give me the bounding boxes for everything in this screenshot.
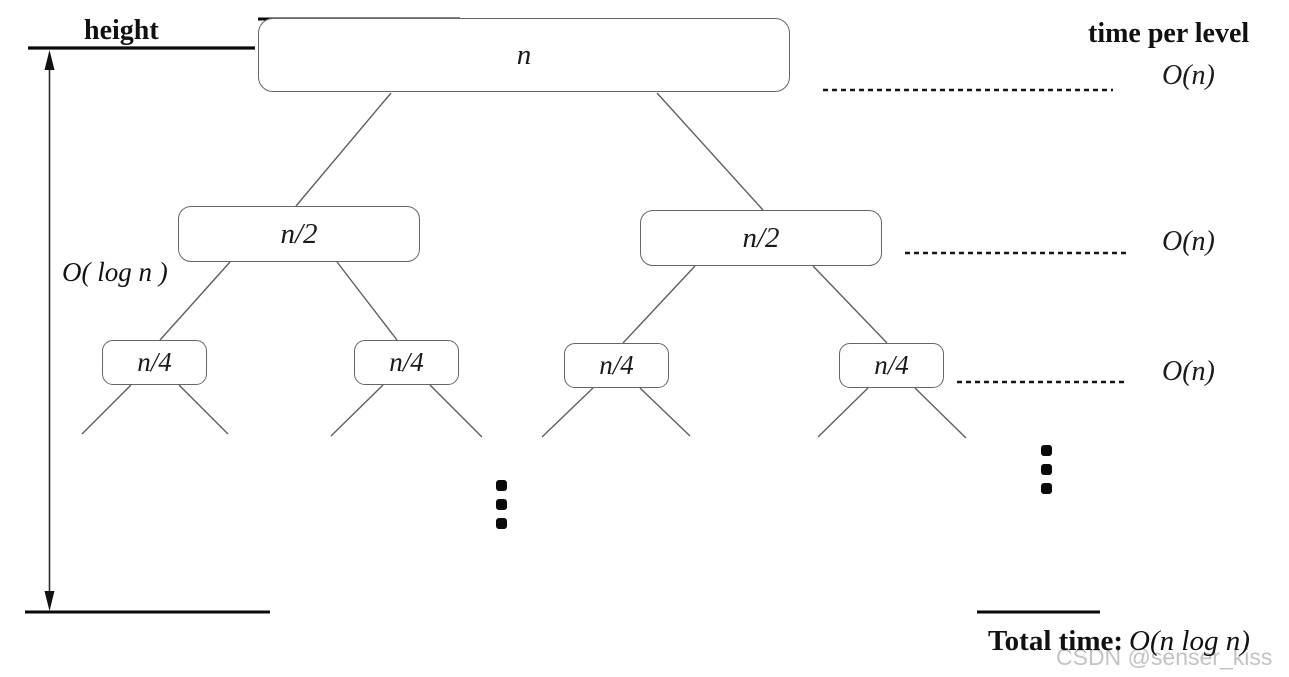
tree-node-n2-left: n/2 bbox=[178, 206, 420, 262]
total-time-value: O(n log n) bbox=[1129, 625, 1250, 657]
ellipsis-dot bbox=[496, 518, 507, 529]
time-per-level-header: time per level bbox=[1088, 18, 1250, 49]
tree-node-n4-1-label: n/4 bbox=[137, 347, 172, 377]
ellipsis-dot bbox=[496, 499, 507, 510]
time-level-3: O(n) bbox=[1162, 356, 1215, 387]
edge-n44-left bbox=[817, 387, 869, 438]
ellipsis-dot bbox=[1041, 483, 1052, 494]
edge-n42-right bbox=[429, 384, 483, 438]
edge-n2l-left bbox=[159, 261, 231, 341]
tree-node-root: n bbox=[258, 18, 790, 92]
vertical-ellipsis-middle bbox=[496, 480, 507, 529]
tree-node-n4-3: n/4 bbox=[564, 343, 669, 388]
height-label: height bbox=[84, 15, 159, 46]
tree-node-n2-right: n/2 bbox=[640, 210, 882, 266]
time-level-2: O(n) bbox=[1162, 226, 1215, 257]
tree-node-n4-1: n/4 bbox=[102, 340, 207, 385]
edge-n2r-right bbox=[812, 265, 888, 344]
edge-root-left bbox=[295, 92, 392, 207]
edge-n2l-right bbox=[336, 261, 398, 341]
edge-n43-left bbox=[541, 387, 594, 438]
tree-node-n4-4-label: n/4 bbox=[874, 350, 909, 380]
total-time: Total time:O(n log n) bbox=[988, 625, 1250, 658]
vertical-ellipsis-right bbox=[1041, 445, 1052, 494]
edge-n42-left bbox=[330, 384, 384, 437]
ellipsis-dot bbox=[1041, 464, 1052, 475]
tree-node-n4-2: n/4 bbox=[354, 340, 459, 385]
time-level-1: O(n) bbox=[1162, 60, 1215, 91]
csdn-watermark: CSDN @senser_kiss bbox=[1056, 644, 1273, 670]
tree-node-n4-4: n/4 bbox=[839, 343, 944, 388]
edge-n43-right bbox=[639, 387, 691, 437]
height-value-label: O( log n ) bbox=[62, 257, 168, 287]
edge-root-right bbox=[656, 92, 764, 211]
tree-node-n2-right-label: n/2 bbox=[742, 221, 780, 254]
edge-n41-right bbox=[178, 384, 229, 435]
tree-node-n2-left-label: n/2 bbox=[280, 217, 318, 250]
tree-edges bbox=[81, 92, 967, 439]
ellipsis-dot bbox=[1041, 445, 1052, 456]
edge-n41-left bbox=[81, 384, 132, 435]
ellipsis-dot bbox=[496, 480, 507, 491]
height-arrow bbox=[44, 50, 55, 611]
edge-n2r-left bbox=[622, 265, 696, 344]
tree-node-n4-3-label: n/4 bbox=[599, 350, 634, 380]
total-time-label: Total time: bbox=[988, 625, 1124, 657]
edge-n44-right bbox=[914, 387, 967, 439]
level-dotted-lines bbox=[823, 88, 1128, 384]
tree-node-n4-2-label: n/4 bbox=[389, 347, 424, 377]
tree-node-root-label: n bbox=[516, 38, 532, 71]
